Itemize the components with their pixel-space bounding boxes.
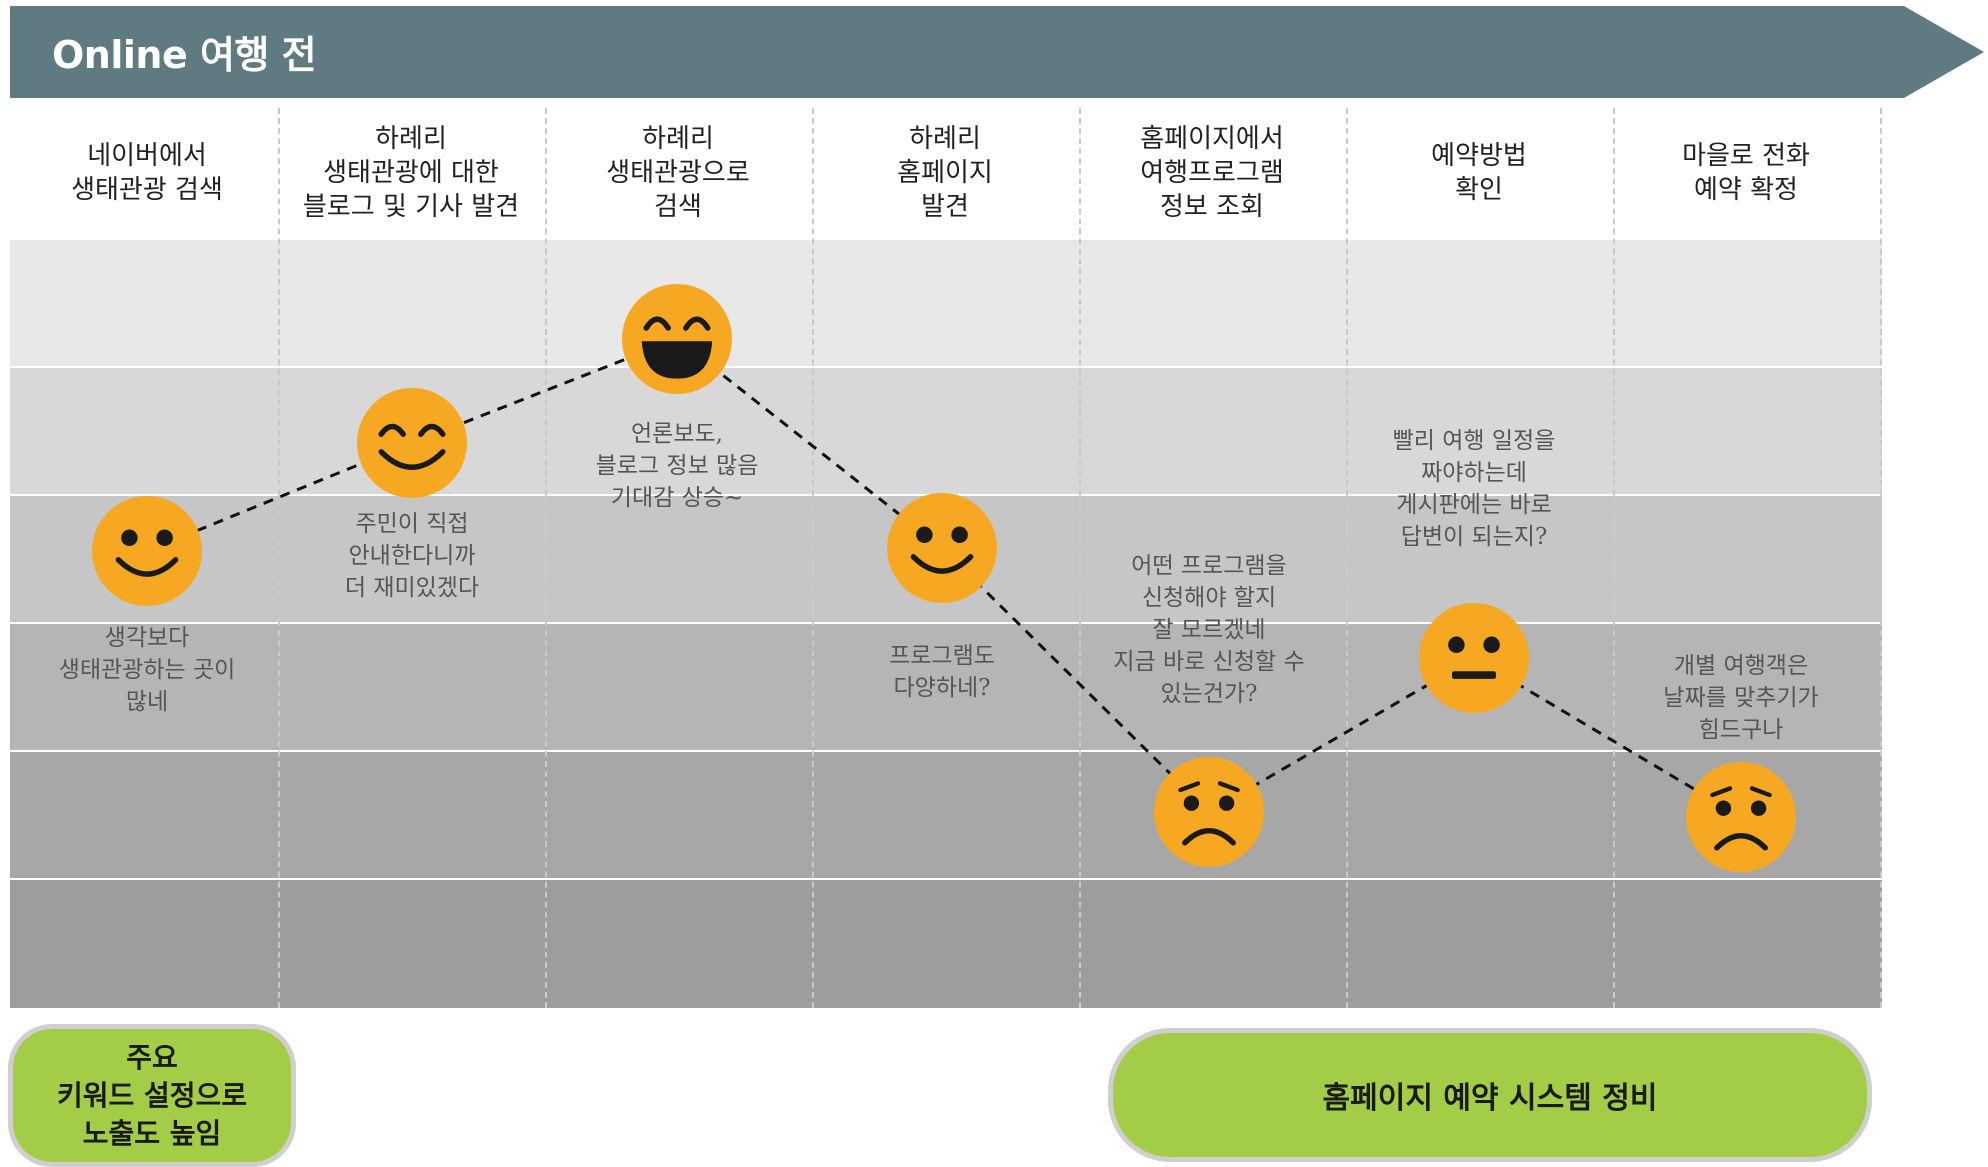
banner-title: Online 여행 전	[52, 33, 317, 77]
banner-arrow-shape	[10, 6, 1984, 98]
emotion-comment: 어떤 프로그램을 신청해야 할지 잘 모르겠네 지금 바로 신청할 수 있는건가…	[1113, 553, 1305, 707]
column-divider	[545, 108, 547, 1008]
emotion-comment: 프로그램도 다양하네?	[889, 643, 995, 701]
column-divider	[1346, 108, 1348, 1008]
emotion-comment: 개별 여행객은 날짜를 맞추기가 힘드구나	[1663, 653, 1819, 743]
stage-label-homepage-discovery: 하례리 홈페이지 발견	[897, 124, 993, 222]
emotion-band-positive	[10, 368, 1882, 494]
laughing-face-icon	[622, 284, 732, 394]
emotion-band-very-positive	[10, 240, 1882, 366]
emotion-comment: 빨리 여행 일정을 짜야하는데 게시판에는 바로 답변이 되는지?	[1392, 428, 1556, 550]
sad-face-icon	[1154, 757, 1264, 867]
sad-face-icon	[1686, 762, 1796, 872]
stage-label-reservation-check: 예약방법 확인	[1431, 141, 1527, 205]
column-divider	[812, 108, 814, 1008]
stage-label-phone-booking: 마을로 전화 예약 확정	[1682, 141, 1810, 205]
stage-label-blog-discovery: 하례리 생태관광에 대한 블로그 및 기사 발견	[302, 124, 520, 222]
emotion-band-very-negative	[10, 880, 1882, 1008]
emotion-comment: 생각보다 생태관광하는 곳이 많네	[58, 625, 236, 715]
smile-face-icon	[92, 496, 202, 606]
column-divider	[1613, 108, 1615, 1008]
emotion-band-negative	[10, 752, 1882, 878]
header-arrow-banner	[10, 6, 1984, 98]
happy-face-icon	[357, 388, 467, 498]
action-box-reservation-system: 홈페이지 예약 시스템 정비	[1108, 1028, 1872, 1162]
stage-label-program-lookup: 홈페이지에서 여행프로그램 정보 조회	[1140, 124, 1284, 222]
action-box-keyword-exposure: 주요 키워드 설정으로 노출도 높임	[8, 1024, 296, 1167]
neutral-face-icon	[1419, 603, 1529, 713]
stage-label-harye-search: 하례리 생태관광으로 검색	[606, 124, 750, 222]
column-divider	[1079, 108, 1081, 1008]
emotion-band-neutral	[10, 624, 1882, 750]
stage-label-naver-search: 네이버에서 생태관광 검색	[71, 141, 223, 205]
smile-face-icon	[887, 493, 997, 603]
emotion-comment: 주민이 직접 안내한다니까 더 재미있겠다	[344, 511, 480, 601]
column-divider	[278, 108, 280, 1008]
emotion-comment: 언론보도, 블로그 정보 많음 기대감 상승~	[595, 421, 759, 511]
column-divider	[1880, 108, 1882, 1008]
